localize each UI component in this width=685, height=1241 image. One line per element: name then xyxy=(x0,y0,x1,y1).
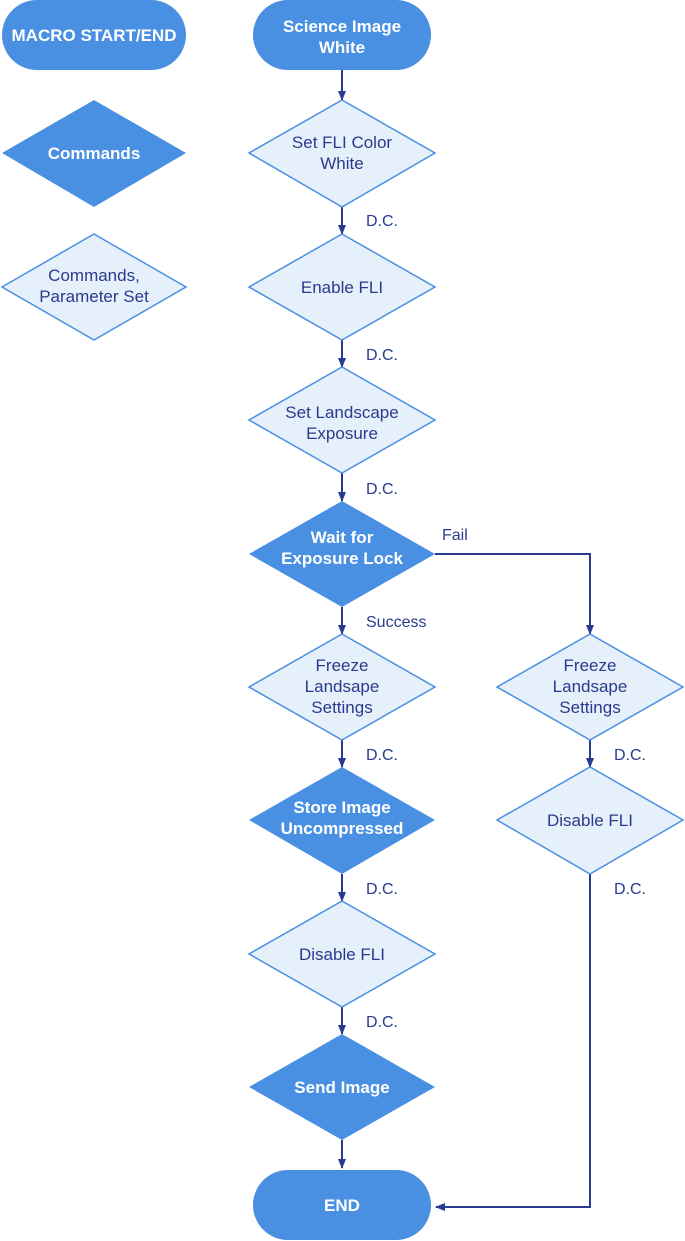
node-freeze-left-line3: Settings xyxy=(311,698,372,717)
node-set-exposure-line2: Exposure xyxy=(306,424,378,443)
node-disable-right-label: Disable FLI xyxy=(547,811,633,830)
node-send-image: Send Image xyxy=(249,1034,435,1140)
node-start: Science Image White xyxy=(253,0,431,70)
node-start-line2: White xyxy=(319,38,365,57)
node-enable-fli-label: Enable FLI xyxy=(301,278,383,297)
node-wait-lock-line1: Wait for xyxy=(311,528,374,547)
edge-label-dc: D.C. xyxy=(366,747,398,764)
edge-label-dc: D.C. xyxy=(614,747,646,764)
node-wait-exposure-lock: Wait for Exposure Lock xyxy=(249,501,435,607)
node-store-image: Store Image Uncompressed xyxy=(249,767,435,874)
legend-commands: Commands xyxy=(2,100,186,207)
node-disable-fli-left: Disable FLI xyxy=(247,900,437,1008)
edge-label-fail: Fail xyxy=(442,527,468,544)
node-end-label: END xyxy=(324,1196,360,1215)
edge-label-dc: D.C. xyxy=(366,481,398,498)
node-store-line1: Store Image xyxy=(293,798,390,817)
node-freeze-left-line1: Freeze xyxy=(316,656,369,675)
node-set-color-line2: White xyxy=(320,154,363,173)
node-set-exposure-line1: Set Landscape xyxy=(285,403,398,422)
edge-label-dc: D.C. xyxy=(366,213,398,230)
node-set-color-line1: Set FLI Color xyxy=(292,133,392,152)
connectors xyxy=(338,70,594,1211)
node-freeze-settings-left: Freeze Landsape Settings xyxy=(247,633,437,741)
node-disable-left-label: Disable FLI xyxy=(299,945,385,964)
legend-commands-label: Commands xyxy=(48,144,141,163)
node-freeze-right-line1: Freeze xyxy=(564,656,617,675)
node-end: END xyxy=(253,1170,431,1240)
edge-label-dc: D.C. xyxy=(614,881,646,898)
legend-commands-parameter-set: Commands, Parameter Set xyxy=(0,233,188,341)
edge-label-dc: D.C. xyxy=(366,347,398,364)
edge-wait-fail-to-freeze-right xyxy=(435,553,594,635)
node-freeze-settings-right: Freeze Landsape Settings xyxy=(495,633,685,741)
node-enable-fli: Enable FLI xyxy=(247,233,437,341)
node-set-fli-color: Set FLI Color White xyxy=(247,99,437,208)
node-freeze-left-line2: Landsape xyxy=(305,677,380,696)
edge-label-success: Success xyxy=(366,614,426,631)
node-disable-fli-right: Disable FLI xyxy=(495,766,685,875)
edge-label-dc: D.C. xyxy=(366,1014,398,1031)
legend-macro-start-end: MACRO START/END xyxy=(2,0,186,70)
node-start-line1: Science Image xyxy=(283,17,401,36)
node-freeze-right-line3: Settings xyxy=(559,698,620,717)
edge-disable-right-to-end xyxy=(435,874,591,1211)
node-store-line2: Uncompressed xyxy=(281,819,404,838)
node-wait-lock-line2: Exposure Lock xyxy=(281,549,403,568)
node-freeze-right-line2: Landsape xyxy=(553,677,628,696)
legend-commands-params-line2: Parameter Set xyxy=(39,287,149,306)
edge-label-dc: D.C. xyxy=(366,881,398,898)
node-set-landscape-exposure: Set Landscape Exposure xyxy=(247,366,437,474)
legend-commands-params-line1: Commands, xyxy=(48,266,140,285)
legend-macro-label: MACRO START/END xyxy=(12,26,177,45)
node-send-label: Send Image xyxy=(294,1078,389,1097)
